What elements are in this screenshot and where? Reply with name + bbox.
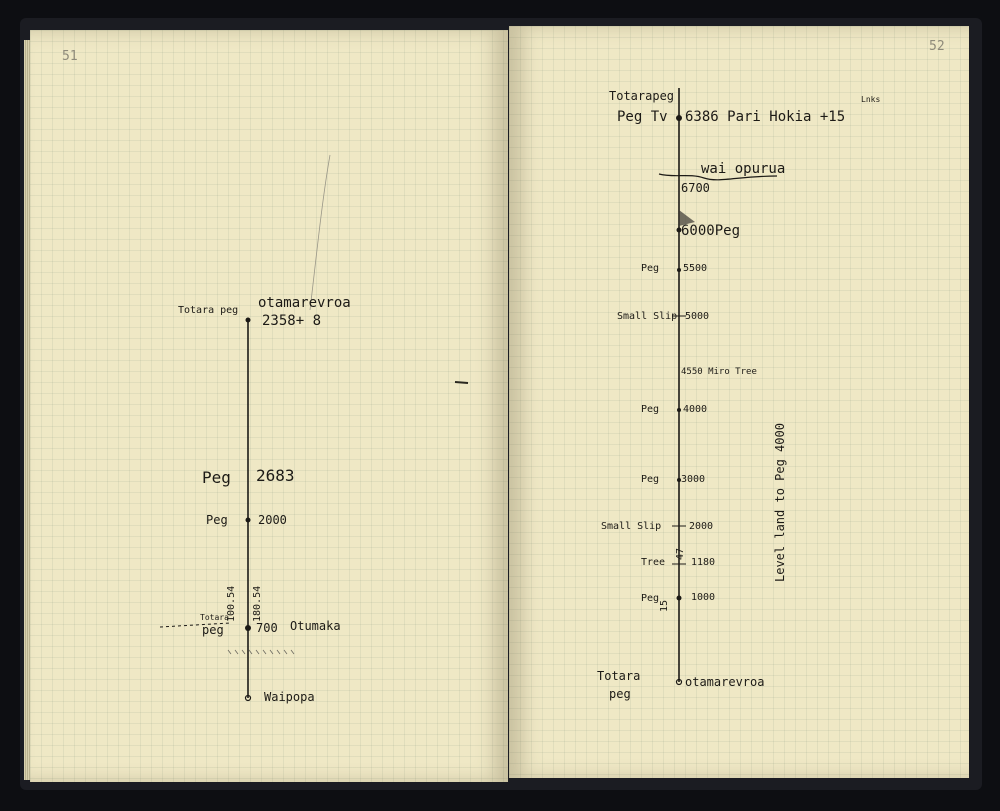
links-note: Lnks (861, 95, 881, 104)
totara-label: Totara (597, 669, 641, 683)
right-peg-dot (676, 227, 682, 233)
chainage-value: 700 (256, 621, 278, 635)
angle-value: 15 (659, 599, 670, 612)
peg-label: Peg (641, 593, 660, 604)
peg-label: Peg (641, 404, 660, 415)
left-page: 51 Totara peg otamarevroa 2358+ 8 Peg 26… (30, 30, 508, 782)
totara-peg-label: Totara peg (178, 305, 239, 316)
peg-label: Peg (641, 474, 660, 485)
left-peg-dot (245, 317, 251, 323)
chainage-value: 2683 (256, 466, 295, 485)
left-survey-drawing (159, 154, 469, 702)
chainage-value: 1180 (691, 557, 716, 568)
chainage-value: 6386 Pari Hokia +15 (685, 109, 846, 125)
right-peg-dot (675, 678, 683, 686)
triangle-mark (679, 210, 695, 226)
peg-label: Peg (641, 263, 660, 274)
pencil-mark (454, 381, 469, 384)
chainage-value: 6000Peg (681, 223, 741, 239)
left-peg-dot (245, 625, 251, 631)
chainage-value: 3000 (681, 474, 706, 485)
right-peg-dot (677, 268, 681, 272)
page-edges (24, 40, 32, 780)
miro-tree-note: 4550 Miro Tree (681, 367, 757, 377)
left-hatch (227, 649, 295, 655)
page-number: 52 (929, 39, 945, 54)
small-slip-label: Small Slip (617, 311, 678, 322)
right-peg-dot (676, 595, 682, 601)
right-peg-dot (676, 115, 682, 121)
chainage-value: 2000 (258, 513, 287, 527)
chainage-value: 6700 (681, 181, 710, 195)
chainage-value: 5000 (685, 311, 710, 322)
chainage-value: 5500 (683, 263, 708, 274)
totara-label: Totara (200, 613, 229, 622)
place-name-bottom: Waipopa (264, 690, 315, 704)
peg-label: Peg Tv (617, 109, 668, 125)
right-survey-drawing (658, 88, 778, 686)
pencil-stroke (309, 154, 331, 311)
angle-value: 47 (675, 547, 686, 560)
left-peg-dot (244, 694, 252, 702)
peg-label: peg (202, 623, 224, 637)
right-peg-dot (677, 408, 681, 412)
small-slip-label: Small Slip (601, 521, 662, 532)
segment-distance: 180.54 (252, 585, 263, 622)
peg-label: Peg (206, 513, 228, 527)
place-name-top: otamarevroa (258, 295, 351, 311)
place-name: Otumaka (290, 619, 341, 633)
chainage-value: 4000 (683, 404, 708, 415)
left-peg-dot (245, 517, 251, 523)
peg-label: Peg (202, 468, 231, 487)
peg-label: peg (609, 687, 631, 701)
stream-line (658, 173, 778, 181)
level-land-note: Level land to Peg 4000 (773, 423, 787, 582)
right-peg-dot (677, 478, 681, 482)
totara-peg-label: Totarapeg (609, 89, 675, 103)
right-page: 52 Totarapeg Peg Tv 6386 Pari Hokia +15 … (509, 26, 969, 778)
place-name-bottom: otamarevroa (685, 675, 765, 689)
stream-name: wai opurua (701, 161, 786, 177)
page-number: 51 (62, 49, 78, 64)
chainage-value: 2000 (689, 521, 714, 532)
tree-label: Tree (641, 557, 666, 568)
chainage-value: 2358+ 8 (262, 313, 322, 329)
chainage-value: 1000 (691, 592, 716, 603)
